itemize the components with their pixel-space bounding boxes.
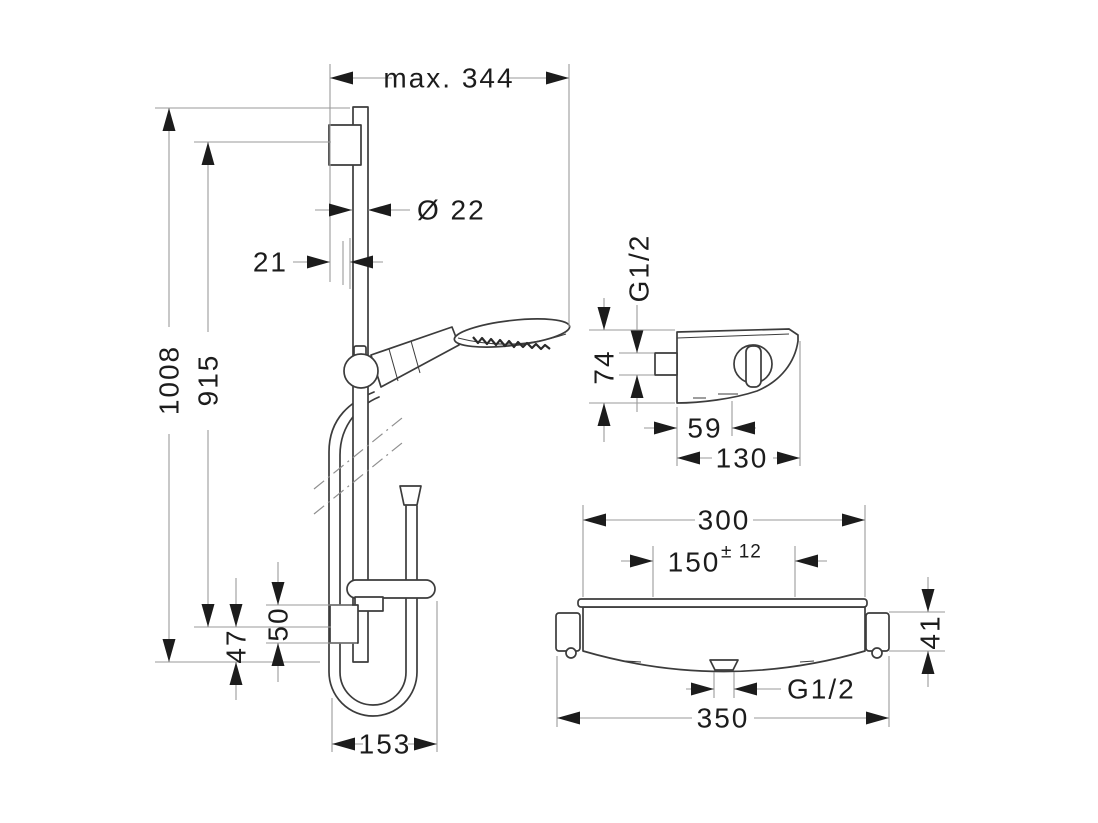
- dim-bar-diameter: Ø 22: [315, 195, 486, 226]
- thermostat-body-side: [654, 328, 799, 404]
- dim-label-inlet-tolerance: ± 12: [721, 542, 762, 563]
- soap-dish: [346, 579, 436, 599]
- wall-bracket-top: [328, 124, 362, 166]
- soap-dish-clamp: [354, 596, 384, 612]
- dim-outlet-offset: 59: [644, 413, 756, 444]
- dim-end-height: 41: [889, 577, 946, 687]
- side-view-dimensions: G1/2 74 59 130: [589, 234, 801, 474]
- dim-body-height: 74: [589, 298, 675, 442]
- shower-rail-assembly: [313, 106, 571, 717]
- dim-max-reach: max. 344: [330, 63, 569, 94]
- dim-label-depth: 130: [716, 443, 769, 474]
- side-view-mixer: G1/2 74 59 130: [589, 234, 801, 474]
- dim-label-overall-height: 1008: [154, 345, 185, 415]
- shelf-top-bar: [577, 598, 868, 608]
- dim-label-bracket-size: 50: [263, 606, 294, 641]
- dim-label-max-reach: max. 344: [383, 63, 514, 94]
- shower-hose: [328, 391, 422, 717]
- main-view-dimensions: max. 344 Ø 22 21: [154, 63, 570, 760]
- underside-slot-left: [624, 660, 642, 663]
- hose-outer-line: [328, 391, 418, 717]
- mixer-body-front: [582, 606, 866, 673]
- dim-overall-width: 350: [556, 656, 890, 734]
- underside-slot-right: [799, 660, 815, 663]
- break-mark: [313, 417, 403, 515]
- dim-depth: 130: [677, 443, 800, 474]
- outlet-spout: [709, 659, 739, 671]
- dim-label-overall-width: 350: [697, 703, 750, 734]
- dim-inlet-spacing: 150 ± 12: [621, 542, 827, 597]
- hose-cone-fitting: [399, 485, 422, 506]
- front-view-mixer: 300 150 ± 12 41: [555, 505, 946, 734]
- dim-bracket-distance: 915: [193, 142, 224, 627]
- check-screw-right: [871, 647, 883, 659]
- handle-collar-line: [388, 348, 399, 382]
- spray-face-nozzles: [472, 336, 551, 351]
- dim-label-rail-end-offset: 47: [221, 628, 252, 663]
- dim-overall-height: 1008: [154, 108, 185, 662]
- dim-label-outlet-offset: 59: [687, 413, 722, 444]
- dim-label-hose-loop-depth: 153: [359, 729, 412, 760]
- main-view: max. 344 Ø 22 21: [154, 63, 571, 760]
- dim-inlet-thread: G1/2: [619, 234, 655, 412]
- dim-label-body-width: 300: [698, 505, 751, 536]
- dim-label-wall-offset: 21: [253, 247, 288, 278]
- dim-body-width: 300: [582, 505, 866, 597]
- thermostat-body-front: [555, 598, 890, 673]
- dim-bracket-size: 50: [263, 562, 294, 682]
- slider-holder: [343, 353, 379, 389]
- hand-shower: [343, 318, 571, 389]
- dim-label-inlet-spacing: 150: [668, 547, 721, 578]
- front-view-dimensions: 300 150 ± 12 41: [556, 505, 946, 734]
- hose-inner-line: [339, 396, 407, 706]
- wall-inlet-connector: [654, 352, 678, 376]
- dim-outlet-thread: G1/2: [686, 672, 856, 705]
- dim-hose-loop-depth: 153: [331, 601, 438, 760]
- dim-label-body-height: 74: [589, 349, 620, 384]
- dim-rail-end-offset: 47: [221, 578, 252, 700]
- knob-grip: [745, 345, 762, 388]
- shelf-edge-line: [676, 333, 790, 339]
- dim-label-bracket-distance: 915: [193, 354, 224, 407]
- handle-collar-line: [410, 340, 421, 374]
- check-screw-left: [565, 647, 577, 659]
- dim-label-end-height: 41: [915, 614, 946, 649]
- inlet-connector-right: [865, 612, 890, 652]
- wall-bracket-bottom: [329, 604, 359, 644]
- dim-label-bar-diameter: Ø 22: [417, 195, 486, 226]
- dim-label-inlet-thread: G1/2: [624, 234, 655, 303]
- dim-label-outlet-thread: G1/2: [787, 674, 856, 705]
- dim-wall-offset: 21: [253, 238, 383, 289]
- inlet-connector-left: [555, 612, 581, 652]
